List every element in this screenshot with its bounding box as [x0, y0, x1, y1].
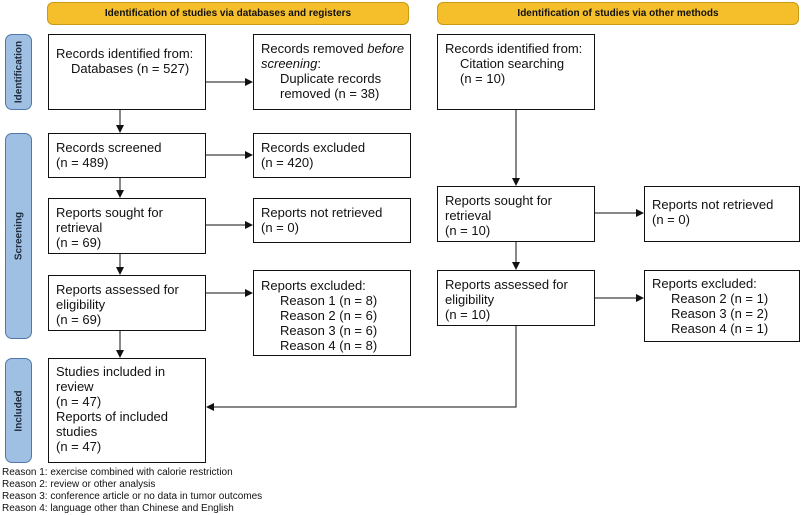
footnote-reason-2: Reason 2: review or other analysis	[2, 479, 156, 490]
box-db-records-screened: Records screened (n = 489)	[48, 133, 206, 178]
box-db-records-removed: Records removed before screening: Duplic…	[253, 34, 411, 110]
box-studies-included: Studies included in review (n = 47) Repo…	[48, 358, 206, 463]
box-db-reports-excluded: Reports excluded: Reason 1 (n = 8) Reaso…	[253, 270, 411, 356]
box-db-reports-not-retrieved: Reports not retrieved (n = 0)	[253, 198, 411, 243]
footnote-reason-3: Reason 3: conference article or no data …	[2, 491, 263, 502]
box-other-reports-not-retrieved: Reports not retrieved (n = 0)	[644, 186, 800, 242]
footnote-reason-1: Reason 1: exercise combined with calorie…	[2, 467, 233, 478]
box-other-reports-sought: Reports sought for retrieval (n = 10)	[437, 186, 595, 242]
box-db-reports-assessed: Reports assessed for eligibility (n = 69…	[48, 275, 206, 331]
footnote-reason-4: Reason 4: language other than Chinese an…	[2, 503, 234, 514]
arrow-other-assessed-to-included	[206, 326, 517, 411]
box-other-reports-assessed: Reports assessed for eligibility (n = 10…	[437, 270, 595, 326]
phase-included: Included	[5, 358, 32, 463]
phase-screening: Screening	[5, 133, 32, 339]
box-other-reports-excluded: Reports excluded: Reason 2 (n = 1) Reaso…	[644, 270, 800, 342]
box-db-reports-sought: Reports sought for retrieval (n = 69)	[48, 198, 206, 254]
box-other-records-identified: Records identified from: Citation search…	[437, 34, 595, 110]
header-databases: Identification of studies via databases …	[47, 2, 409, 25]
box-db-records-identified: Records identified from: Databases (n = …	[48, 34, 206, 110]
phase-identification: Identification	[5, 34, 32, 110]
header-other-methods: Identification of studies via other meth…	[437, 2, 799, 25]
box-db-records-excluded: Records excluded (n = 420)	[253, 133, 411, 178]
